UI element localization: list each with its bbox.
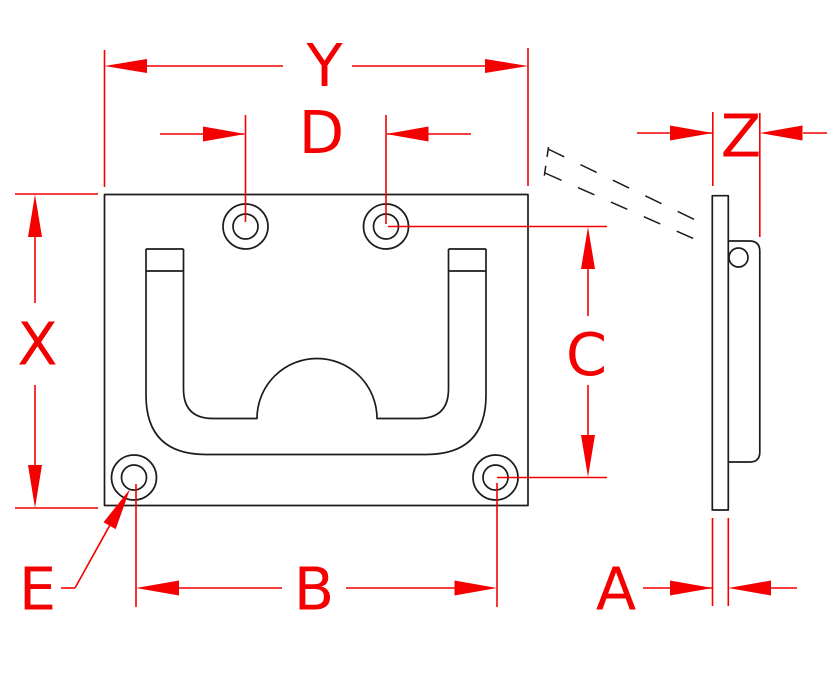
dimension-Z: Z bbox=[637, 102, 827, 237]
handle-inner-edge-with-thumb-dome bbox=[182, 249, 450, 420]
hole-inner-circle bbox=[120, 464, 148, 491]
handle-bail bbox=[145, 248, 487, 456]
front-plate-outline bbox=[103, 193, 529, 507]
callout-E: E bbox=[19, 489, 130, 624]
arrowhead-down bbox=[581, 435, 595, 477]
arrowhead-right bbox=[485, 59, 528, 73]
side-handle-profile bbox=[728, 240, 761, 463]
dim-label-B: B bbox=[294, 555, 334, 624]
dim-label-C: C bbox=[566, 320, 607, 389]
dim-label-Y: Y bbox=[305, 31, 343, 100]
hole-outer-circle bbox=[110, 454, 158, 501]
dimension-Y: Y bbox=[103, 31, 529, 187]
dim-label-D: D bbox=[299, 98, 344, 167]
arrowhead-up bbox=[581, 227, 595, 269]
handle-outer-edge bbox=[145, 249, 487, 456]
hole-bottom-left bbox=[110, 454, 158, 501]
raised-handle-phantom bbox=[543, 146, 711, 246]
arrowhead-left-pointing bbox=[759, 125, 803, 141]
dimension-D: D bbox=[160, 98, 471, 224]
dimension-A: A bbox=[596, 518, 797, 624]
phantom-end-cap bbox=[543, 146, 550, 179]
dim-label-A: A bbox=[596, 555, 636, 624]
side-view bbox=[711, 194, 761, 511]
phantom-lower-line bbox=[544, 172, 709, 246]
leader-arrowhead bbox=[103, 489, 130, 530]
side-plate-outline bbox=[711, 194, 730, 511]
dim-label-X: X bbox=[17, 310, 57, 379]
arrowhead-left bbox=[136, 580, 179, 596]
dim-label-E: E bbox=[19, 555, 56, 624]
arrowhead-left-pointing bbox=[728, 580, 771, 596]
side-pivot-rivet bbox=[728, 247, 749, 268]
front-view bbox=[103, 193, 529, 507]
arrowhead-down bbox=[28, 465, 42, 508]
arrowhead-right-pointing bbox=[670, 580, 713, 596]
arrowhead-right-pointing bbox=[203, 126, 246, 142]
dimension-C: C bbox=[388, 225, 607, 479]
phantom-upper-line bbox=[547, 148, 711, 228]
arrowhead-right bbox=[454, 580, 497, 596]
arrowhead-up bbox=[28, 194, 42, 237]
arrowhead-left bbox=[104, 59, 147, 73]
dimension-B: B bbox=[135, 483, 498, 624]
arrowhead-right-pointing bbox=[670, 125, 713, 141]
dim-label-Z: Z bbox=[721, 102, 761, 171]
leader-line bbox=[74, 525, 111, 589]
dimension-X: X bbox=[15, 193, 98, 509]
